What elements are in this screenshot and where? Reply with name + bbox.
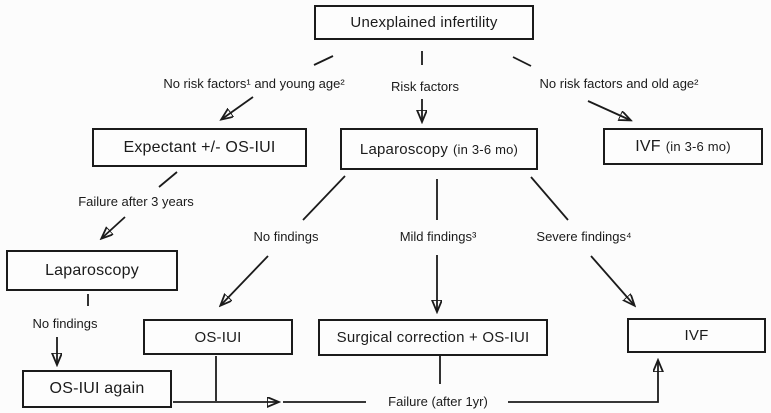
edge-laparoscopy-left-to-os-iui-again [57, 294, 89, 364]
node-ivf-3-6mo: IVF (in 3-6 mo) [603, 128, 763, 165]
node-label: Surgical correction + OS-IUI [336, 329, 530, 346]
node-label-note: (in 3-6 mo) [453, 141, 519, 157]
node-expectant-os-iui: Expectant +/- OS-IUI [92, 128, 307, 167]
node-label-note: (in 3-6 mo) [665, 139, 731, 154]
edge-label-no-risk-factors-old-age: No risk factors and old age² [539, 76, 699, 91]
edge-laparoscopy-to-os-iui [221, 175, 346, 305]
node-label: IVF [635, 137, 661, 155]
edge-unexplained-to-expectant [222, 55, 334, 119]
edge-label-no-findings: No findings [253, 229, 319, 244]
node-unexplained-infertility: Unexplained infertility [314, 5, 534, 40]
edge-expectant-to-laparoscopy-left [102, 171, 178, 238]
node-ivf: IVF [627, 318, 766, 353]
node-surgical-correction-os-iui: Surgical correction + OS-IUI [318, 319, 548, 356]
node-laparoscopy: Laparoscopy [6, 250, 178, 291]
edge-label-failure-after-3-years: Failure after 3 years [78, 194, 194, 209]
node-laparoscopy-3-6mo: Laparoscopy (in 3-6 mo) [340, 128, 538, 170]
edge-laparoscopy-to-ivf-bottom [530, 176, 634, 305]
edge-label-no-findings-left: No findings [32, 316, 98, 331]
node-label: Laparoscopy [45, 261, 139, 279]
edge-unexplained-to-ivf [512, 56, 630, 120]
edge-label-mild-findings: Mild findings³ [399, 229, 477, 244]
node-label: Expectant +/- OS-IUI [123, 138, 276, 156]
edge-label-failure-after-1yr: Failure (after 1yr) [388, 394, 488, 409]
edge-failure-loop-to-ivf [173, 356, 658, 402]
node-os-iui: OS-IUI [143, 319, 293, 355]
edge-label-risk-factors: Risk factors [391, 79, 459, 94]
node-label: Laparoscopy [359, 140, 449, 158]
node-os-iui-again: OS-IUI again [22, 370, 172, 408]
node-label: OS-IUI again [49, 380, 145, 397]
node-label: IVF [684, 327, 709, 344]
edge-label-no-risk-factors-young-age: No risk factors¹ and young age² [163, 76, 345, 91]
edge-label-severe-findings: Severe findings⁴ [536, 229, 632, 244]
node-label: OS-IUI [194, 328, 242, 346]
node-label: Unexplained infertility [350, 14, 498, 31]
